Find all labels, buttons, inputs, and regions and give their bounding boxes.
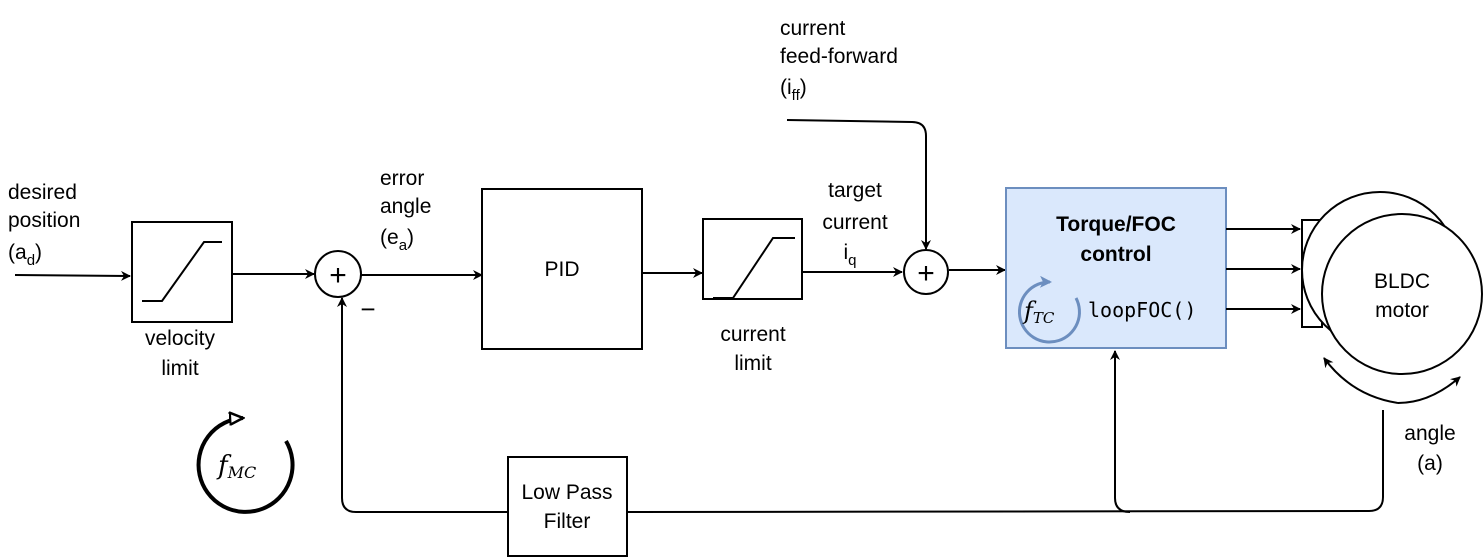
feedback-arrow — [337, 297, 508, 513]
torque-foc-control-block: Torque/FOC control fTC loopFOC() — [1005, 187, 1227, 349]
feed-forward-label: current feed-forward (iff) — [780, 17, 898, 104]
svg-text:motor: motor — [1375, 299, 1429, 322]
low-pass-filter-block: Low Pass Filter — [507, 456, 628, 557]
desired-position-label: desired position (ad) — [8, 181, 80, 269]
target-current-label: target current iq — [822, 179, 888, 269]
motion-control-loop-icon: fMC — [196, 418, 295, 514]
bldc-motor: BLDC motor — [1301, 191, 1483, 404]
svg-text:current: current — [822, 211, 888, 234]
svg-text:PID: PID — [544, 258, 579, 281]
loop-arrow-icon — [1018, 275, 1081, 344]
svg-text:Low Pass: Low Pass — [521, 481, 612, 504]
svg-text:control: control — [1080, 243, 1151, 266]
svg-text:error: error — [380, 167, 424, 190]
svg-text:angle: angle — [1404, 422, 1455, 445]
svg-text:limit: limit — [161, 357, 198, 380]
svg-text:angle: angle — [380, 195, 431, 218]
svg-text:limit: limit — [734, 352, 771, 375]
svg-text:target: target — [828, 179, 882, 202]
svg-text:+: + — [917, 257, 935, 290]
pid-block: PID — [481, 188, 643, 350]
feed-forward-arrow — [786, 119, 931, 250]
error-angle-label: error angle (ea) — [380, 167, 431, 254]
angle-label: angle (a) — [1404, 422, 1455, 475]
svg-text:BLDC: BLDC — [1374, 270, 1430, 293]
saturation-icon — [713, 237, 795, 299]
svg-text:velocity: velocity — [145, 327, 216, 350]
angle-to-foc-arrow — [1110, 350, 1131, 513]
svg-text:iq: iq — [843, 241, 856, 269]
svg-text:desired: desired — [8, 181, 77, 204]
svg-text:current: current — [720, 323, 786, 346]
summing-junction-2: + — [903, 249, 949, 295]
saturation-icon — [142, 241, 222, 302]
svg-text:+: + — [329, 259, 347, 292]
svg-text:(iff): (iff) — [780, 76, 807, 104]
svg-text:(ad): (ad) — [8, 241, 42, 269]
svg-text:Filter: Filter — [544, 510, 591, 533]
svg-text:loopFOC(): loopFOC() — [1088, 298, 1196, 322]
svg-text:fMC: fMC — [216, 451, 256, 482]
summing-junction-1: + − — [314, 250, 376, 324]
svg-text:(ea): (ea) — [380, 226, 414, 254]
rotation-arrow-icon — [1397, 376, 1461, 404]
velocity-limit-block: velocity limit — [131, 221, 233, 380]
current-limit-block: current limit — [702, 218, 803, 375]
minus-sign: − — [360, 294, 375, 324]
svg-text:feed-forward: feed-forward — [780, 45, 898, 68]
feedback-line — [627, 410, 1384, 513]
svg-text:(a): (a) — [1417, 452, 1443, 475]
input-arrow — [14, 270, 131, 281]
svg-text:current: current — [780, 17, 846, 40]
svg-text:Torque/FOC: Torque/FOC — [1056, 213, 1176, 236]
svg-text:position: position — [8, 209, 80, 232]
